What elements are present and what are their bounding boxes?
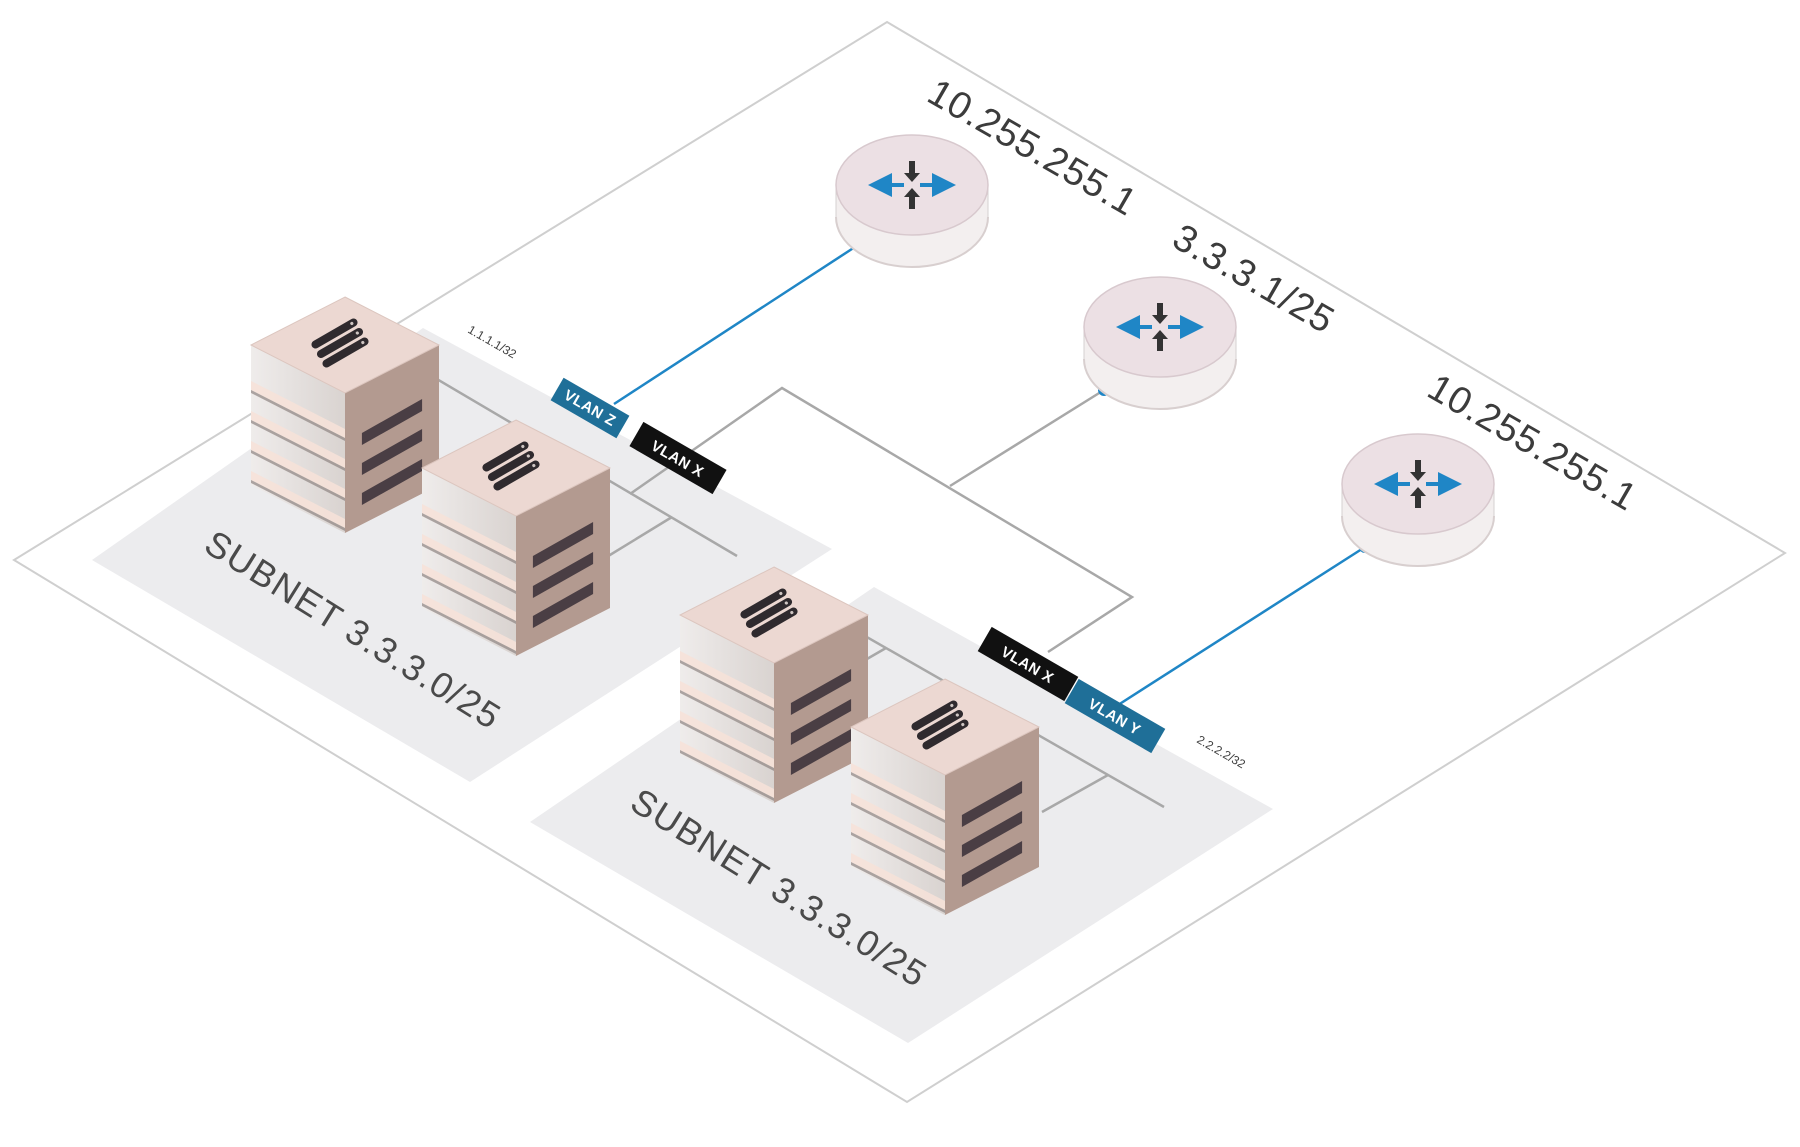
router-3-uplink — [1103, 545, 1366, 716]
left-bus-drop-2 — [604, 515, 673, 560]
server-drive-slot — [361, 429, 423, 475]
server-drive-slot — [361, 459, 423, 505]
server-2[interactable] — [420, 419, 612, 656]
router-top — [835, 134, 989, 236]
server-rack-stripe — [680, 651, 774, 708]
router-2[interactable] — [1083, 276, 1237, 410]
server-rack-stripe-shadow — [422, 573, 516, 624]
server-rack-stripe-shadow — [251, 450, 345, 501]
server-1[interactable] — [249, 296, 441, 533]
right-bus-drop-2 — [1041, 773, 1109, 814]
server-rack-stripe-shadow — [851, 802, 945, 853]
server-drive-slot — [532, 552, 594, 598]
router-icon — [1374, 460, 1462, 508]
server-drive-slot — [961, 811, 1023, 857]
router-top — [1341, 433, 1495, 535]
server-drive-slot — [790, 729, 852, 775]
router-base-edge — [1341, 515, 1495, 567]
router-icon — [1116, 303, 1204, 351]
server-rack-stripe — [251, 441, 345, 498]
server-rack-stripe-shadow — [422, 603, 516, 654]
router-base-edge — [835, 216, 989, 268]
server-rack-stripe — [422, 504, 516, 561]
server-3[interactable] — [678, 566, 870, 803]
server-rack-stripe-shadow — [680, 660, 774, 711]
router-1-uplink — [613, 243, 859, 406]
server-rack-stripe-shadow — [251, 390, 345, 441]
server-rack-stripe — [251, 381, 345, 438]
server-top-face — [849, 678, 1041, 776]
server-right-face — [516, 468, 610, 656]
server-rack-stripe-shadow — [680, 690, 774, 741]
server-rack-stripe-shadow — [251, 480, 345, 531]
server-rack-stripe — [422, 564, 516, 621]
router-1[interactable] — [835, 134, 989, 268]
server-drive-slot — [532, 582, 594, 628]
server-rack-stripe — [680, 681, 774, 738]
server-rack-stripe — [680, 741, 774, 798]
server-right-face — [345, 345, 439, 533]
router-icon — [868, 161, 956, 209]
server-right-face — [774, 615, 868, 803]
server-4[interactable] — [849, 678, 1041, 915]
server-rack-stripe — [422, 594, 516, 651]
server-rack-stripe-shadow — [851, 772, 945, 823]
server-top-face — [420, 419, 612, 517]
server-top-face — [678, 566, 870, 664]
server-drive-slot — [532, 522, 594, 568]
server-icon — [482, 441, 540, 491]
server-rack-stripe-shadow — [422, 543, 516, 594]
router-base-edge — [1083, 358, 1237, 410]
trunk-cable — [629, 386, 1135, 654]
server-rack-stripe — [851, 823, 945, 880]
server-rack-stripe-shadow — [851, 862, 945, 913]
server-rack-stripe-shadow — [851, 832, 945, 883]
server-drive-slot — [961, 781, 1023, 827]
server-rack-stripe — [851, 793, 945, 850]
router-2-link — [949, 388, 1105, 488]
server-rack-stripe-shadow — [680, 720, 774, 771]
server-drive-slot — [790, 699, 852, 745]
server-rack-stripe — [251, 411, 345, 468]
server-top-face — [249, 296, 441, 394]
server-group — [249, 296, 1041, 915]
server-rack-stripe — [251, 471, 345, 528]
server-rack-stripe-shadow — [422, 513, 516, 564]
server-rack-stripe — [680, 711, 774, 768]
server-rack-stripe — [851, 853, 945, 910]
router-group — [835, 134, 1495, 567]
server-rack-stripe — [851, 763, 945, 820]
server-drive-slot — [361, 399, 423, 445]
server-rack-stripe — [422, 534, 516, 591]
server-drive-slot — [961, 841, 1023, 887]
router-uplinks — [613, 243, 1366, 716]
server-rack-stripe-shadow — [680, 750, 774, 801]
server-drive-slot — [790, 669, 852, 715]
server-icon — [311, 318, 369, 368]
server-icon — [911, 700, 969, 750]
server-right-face — [945, 727, 1039, 915]
router-3[interactable] — [1341, 433, 1495, 567]
server-rack-stripe-shadow — [251, 420, 345, 471]
router-top — [1083, 276, 1237, 378]
server-icon — [740, 588, 798, 638]
